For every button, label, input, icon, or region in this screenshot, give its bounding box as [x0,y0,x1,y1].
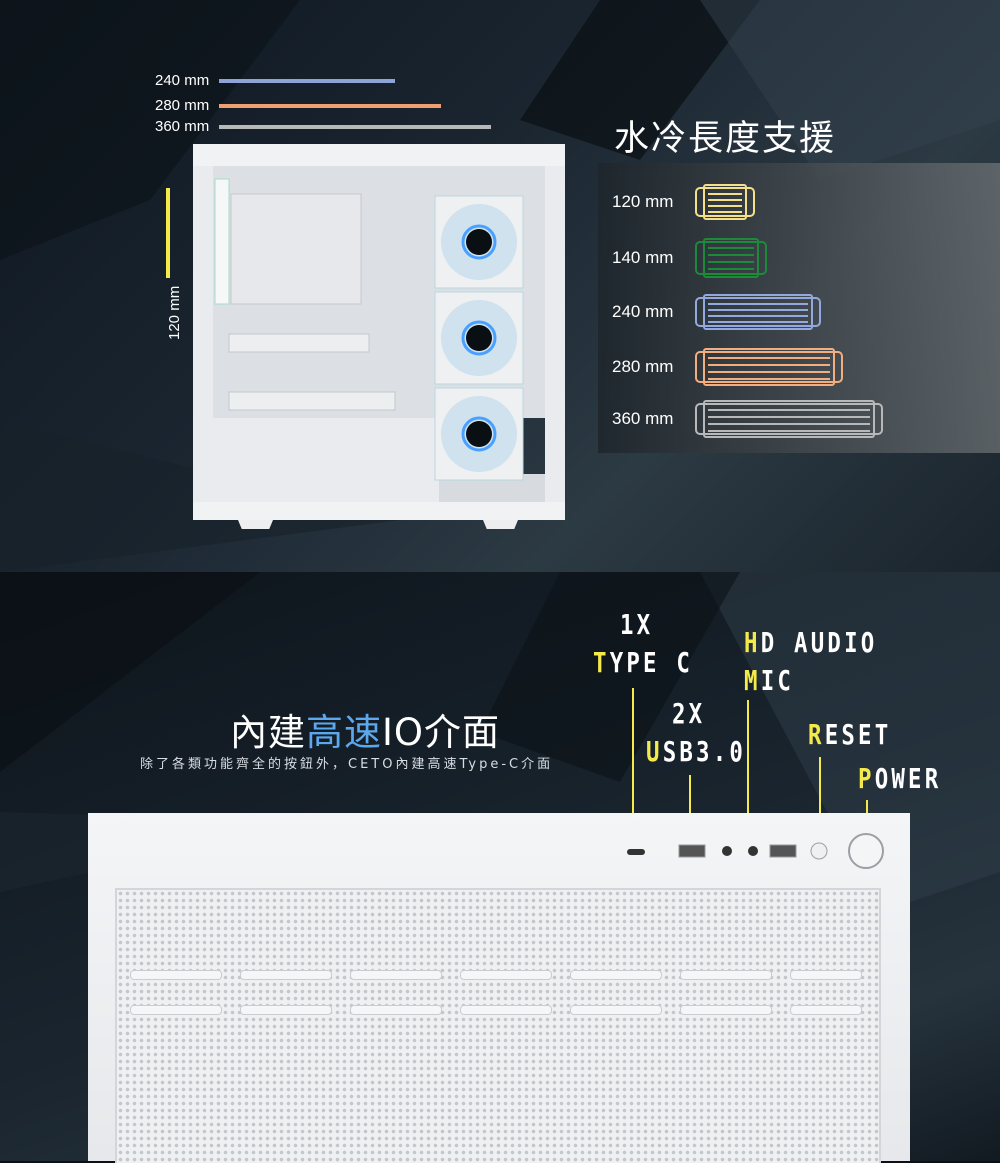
radiator-item-360: 360 mm [612,400,884,438]
label-initial: T [593,646,610,679]
mesh-slot [680,1005,772,1015]
radiator-icon [695,294,821,330]
label-initial: M [744,664,761,697]
mesh-slot [350,1005,442,1015]
mesh-slot [460,1005,552,1015]
typec-count-label: 1X [620,608,654,641]
front-mesh-panel [115,888,881,1163]
radiator-label: 140 mm [612,248,674,267]
reset-button-icon [810,842,828,860]
audio-leader-line [747,700,749,828]
radiator-icon [695,184,755,220]
hdaudio-label: HD AUDIO [744,626,878,659]
radiator-item-240: 240 mm [612,294,822,330]
height-bar-label: 120 mm [166,285,183,340]
typec-port-icon [627,849,645,855]
radiator-item-140: 140 mm [612,238,768,278]
length-bar-280: 280 mm [155,97,441,114]
length-bar-line [219,124,491,129]
usb-leader-line [689,775,691,828]
radiator-label: 280 mm [612,357,674,376]
mic-label: MIC [744,664,794,697]
height-bar-line [166,188,170,278]
power-button-icon [848,833,884,869]
mesh-slot [240,1005,332,1015]
length-bar-label: 360 mm [155,118,210,135]
length-bar-360: 360 mm [155,118,491,135]
typec-leader-line [632,688,634,828]
label-rest: SB3.0 [662,735,747,768]
radiator-icon [695,238,767,278]
length-bar-line [219,103,441,108]
mic-jack-icon [748,846,758,856]
io-title-highlight: 高速 [306,711,382,754]
radiator-support-section: 240 mm 280 mm 360 mm 120 mm [0,0,1000,572]
label-initial: R [808,718,825,751]
reset-label: RESET [808,718,891,751]
radiator-item-280: 280 mm [612,348,844,386]
usb-port-icon [769,844,797,858]
mesh-slot [130,1005,222,1015]
io-section-title: 內建高速IO介面 [230,702,500,756]
label-rest: ESET [824,718,892,751]
label-rest: OWER [874,762,942,795]
fan-icon [434,195,524,289]
io-title-part: IO介面 [382,711,501,754]
background-shards [0,572,1000,912]
radiator-support-title: 水冷長度支援 [614,119,837,159]
mesh-slot [570,970,662,980]
radiator-label: 360 mm [612,409,674,428]
typec-label: TYPE C [593,646,693,679]
radiator-icon [695,348,843,386]
label-rest: D AUDIO [760,626,878,659]
mesh-slot [240,970,332,980]
mesh-slot [790,1005,862,1015]
label-initial: U [646,735,663,768]
io-section-description: 除了各類功能齊全的按鈕外，CETO內建高速Type-C介面 [140,757,554,772]
label-rest: YPE C [609,646,694,679]
power-label: POWER [858,762,941,795]
length-bar-line [219,78,395,83]
radiator-icon [695,400,883,438]
radiator-item-120: 120 mm [612,184,756,220]
mesh-slot [130,970,222,980]
mesh-slot [790,970,862,980]
reset-leader-line [819,757,821,825]
audio-jack-icon [722,846,732,856]
radiator-label: 120 mm [612,192,674,211]
io-title-part: 內建 [230,711,306,754]
mesh-slot [350,970,442,980]
usb-count-label: 2X [672,697,706,730]
usb-port-icon [678,844,706,858]
label-rest: IC [760,664,795,697]
label-initial: P [858,762,875,795]
io-ports-image [627,833,884,869]
radiator-label: 240 mm [612,302,674,321]
mesh-slot [460,970,552,980]
fan-icon [434,387,524,481]
length-bar-label: 280 mm [155,97,210,114]
length-bar-label: 240 mm [155,72,210,89]
label-initial: H [744,626,761,659]
usb-label: USB3.0 [646,735,746,768]
mesh-slot [570,1005,662,1015]
mesh-slot [680,970,772,980]
fan-icon [434,291,524,385]
length-bar-240: 240 mm [155,72,395,89]
case-side-view-image [193,144,565,529]
